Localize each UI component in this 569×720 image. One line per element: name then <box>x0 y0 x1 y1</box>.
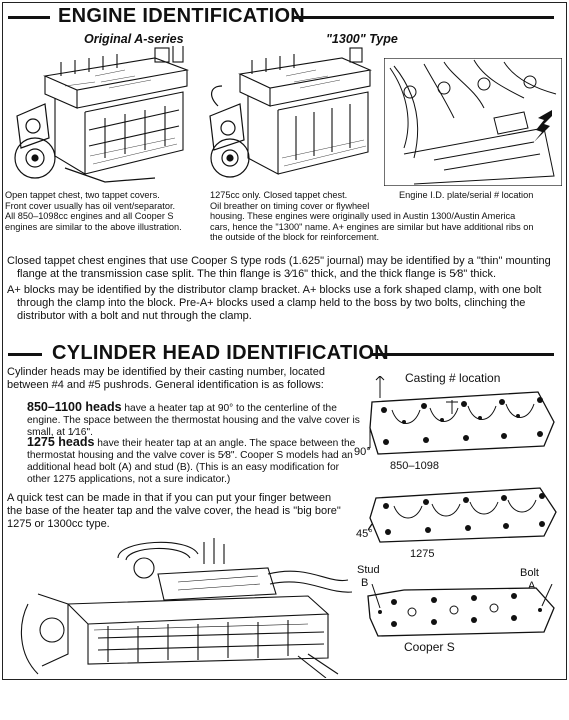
head-850-1098-label: 850–1098 <box>390 460 439 472</box>
head-1275-diagram <box>368 484 558 544</box>
type1300-engine-illustration <box>200 46 384 186</box>
heater-angle-45-label: 45° <box>356 528 373 540</box>
original-aseries-engine-illustration <box>5 46 197 186</box>
original-note-4: engines are similar to the above illustr… <box>5 221 182 232</box>
head-850-diagram <box>368 388 558 458</box>
cooper-s-head-diagram <box>364 584 560 638</box>
head-section-title: CYLINDER HEAD IDENTIFICATION <box>52 342 389 364</box>
engine-title-rule-right <box>292 16 554 19</box>
head-850-title: 850–1100 heads <box>27 400 122 414</box>
paragraph-aplus: A+ blocks may be identified by the distr… <box>7 284 542 322</box>
casting-location-marker <box>372 376 388 398</box>
head-title-rule-left <box>8 353 42 356</box>
stud-b-label: B <box>361 577 369 589</box>
heater-angle-90-label: 90° <box>354 446 371 458</box>
type1300-note-2: Oil breather on timing cover or flywheel <box>210 200 370 211</box>
id-plate-note: Engine I.D. plate/serial # location <box>399 190 534 200</box>
paragraph-quick-test: A quick test can be made in that if you … <box>7 492 341 530</box>
type1300-note-3: housing. These engines were originally u… <box>210 211 516 221</box>
head-1275-label: 1275 <box>410 548 435 560</box>
cooper-s-label: Cooper S <box>404 640 455 654</box>
id-plate-detail-illustration <box>384 58 562 186</box>
type1300-note-1: 1275cc only. Closed tappet chest. <box>210 190 348 200</box>
type1300-caption: "1300" Type <box>326 32 398 46</box>
head-1275-text: have their heater tap at an angle. The s… <box>27 438 356 485</box>
stud-label: Stud <box>357 564 380 576</box>
original-aseries-caption: Original A-series <box>84 32 184 46</box>
original-notes: Open tappet chest, two tappet covers. Fr… <box>5 190 205 232</box>
head-title-rule-right <box>372 353 554 356</box>
casting-location-label: Casting # location <box>405 371 501 385</box>
engine-side-heater-tap-illustration <box>8 534 368 678</box>
type1300-note-4: cars, hence the "1300" name. A+ engines … <box>210 221 534 232</box>
head-850-text: have a heater tap at 90° to the centerli… <box>27 403 360 438</box>
page-frame <box>2 2 567 680</box>
head-1275-description: 1275 heads have their heater tap at an a… <box>27 436 365 486</box>
bolt-a-label: A <box>528 580 536 592</box>
bolt-label: Bolt <box>520 567 539 579</box>
original-note-3: All 850–1098cc engines and all Cooper S <box>5 211 174 221</box>
paragraph-flange: Closed tappet chest engines that use Coo… <box>7 255 551 280</box>
type1300-note-5: the outside of the block for reinforceme… <box>210 232 380 242</box>
paragraph-heads-intro: Cylinder heads may be identified by thei… <box>7 366 325 391</box>
type1300-notes: 1275cc only. Closed tappet chest. Oil br… <box>210 190 562 243</box>
head-850-description: 850–1100 heads have a heater tap at 90° … <box>27 401 365 439</box>
head-1275-title: 1275 heads <box>27 435 95 449</box>
original-note-2: Front cover usually has oil vent/separat… <box>5 200 176 211</box>
original-note-1: Open tappet chest, two tappet covers. <box>5 190 160 200</box>
engine-title-rule-left <box>8 16 50 19</box>
engine-section-title: ENGINE IDENTIFICATION <box>58 5 306 27</box>
